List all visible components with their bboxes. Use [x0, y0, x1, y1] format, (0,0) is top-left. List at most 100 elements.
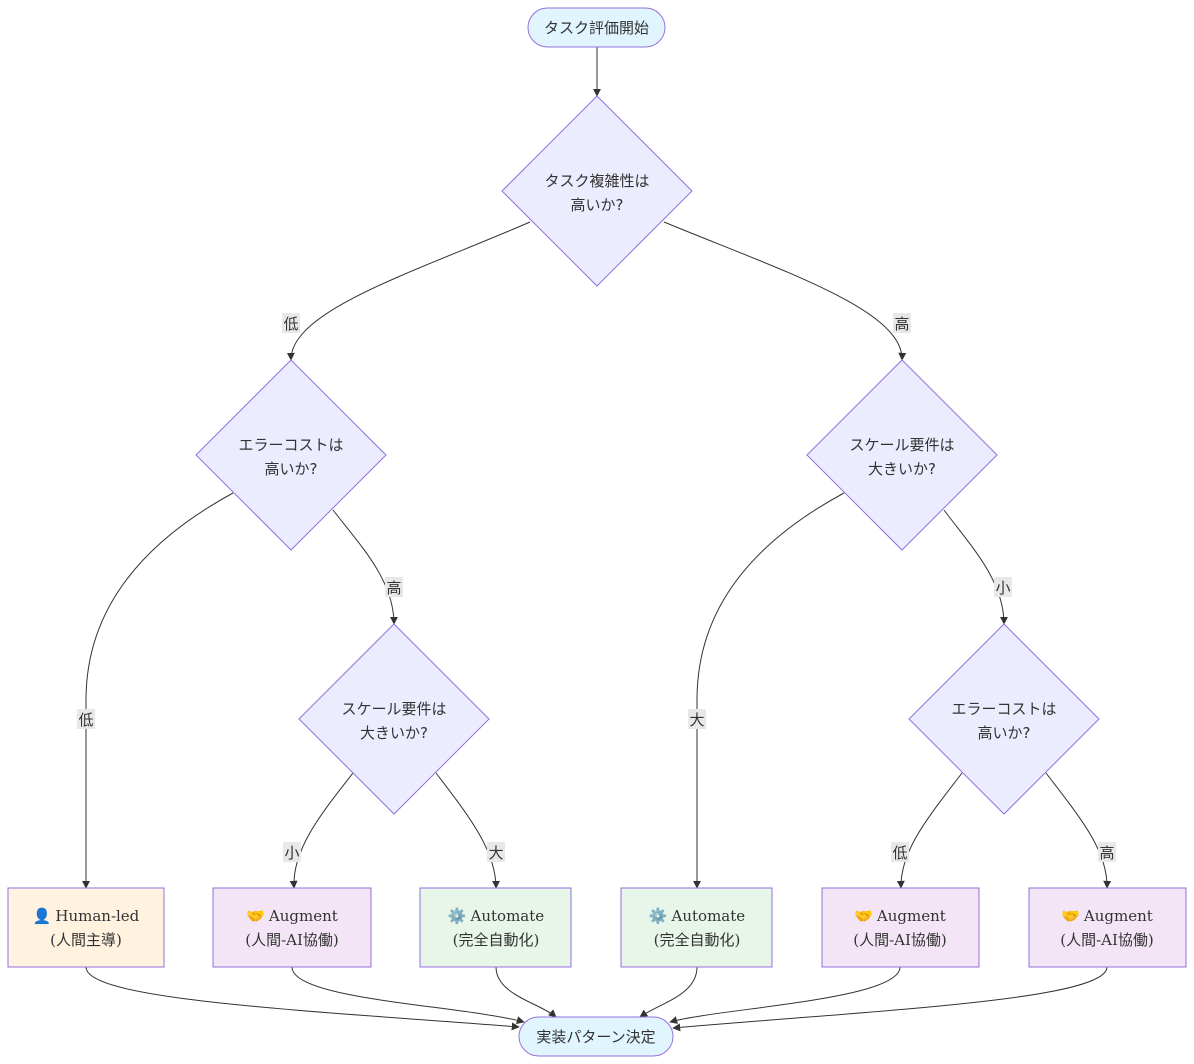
- outcome-subtitle: (人間-AI協働): [853, 931, 947, 949]
- edge-label-text: 大: [689, 711, 704, 729]
- decision-error-cost-right: エラーコストは 高いか?: [908, 623, 1100, 815]
- edge-label-text: 低: [78, 711, 93, 729]
- edge-label-error-right-low: 低: [891, 842, 909, 862]
- outcome-title: Automate: [470, 907, 545, 925]
- gear-icon: ⚙️: [649, 907, 668, 925]
- outcome-title: Augment: [876, 907, 946, 925]
- start-node-shape: [527, 7, 666, 48]
- outcome-subtitle: (人間-AI協働): [1060, 931, 1154, 949]
- edge-out-5: [669, 966, 901, 1024]
- edge-label-text: 高: [894, 315, 909, 333]
- outcome-box: [821, 887, 980, 968]
- edge-label-bg: [77, 709, 95, 729]
- decision-text-line2: 大きいか?: [868, 460, 936, 478]
- edge-label-text: 高: [386, 579, 401, 597]
- edge-out-6: [672, 966, 1108, 1032]
- edge-label-error-left-low: 低: [77, 709, 95, 729]
- outcome-subtitle: (人間主導): [50, 931, 122, 949]
- outcome-augment-3: 🤝Augment (人間-AI協働): [1028, 887, 1187, 968]
- outcome-automate-2: ⚙️Automate (完全自動化): [620, 887, 773, 968]
- edge-label-bg: [994, 577, 1012, 597]
- edge-scale-right-large: [693, 492, 845, 889]
- edge-label-error-left-high: 高: [385, 577, 403, 597]
- edge-scale-right-small: [943, 509, 1008, 625]
- edge-error-right-high: [1045, 772, 1112, 889]
- edge-label-bg: [283, 842, 301, 862]
- end-node-shape: [518, 1016, 674, 1057]
- handshake-icon: 🤝: [854, 907, 873, 925]
- outcome-subtitle: (完全自動化): [654, 931, 741, 949]
- edge-label-text: 小: [284, 844, 299, 862]
- edge-label-error-right-high: 高: [1098, 842, 1116, 862]
- edge-label-bg: [891, 842, 909, 862]
- edge-out-4: [639, 966, 698, 1018]
- edge-complexity-high: [663, 221, 907, 361]
- outcome-human-led: 👤Human-led (人間主導): [7, 887, 165, 968]
- edge-label-text: 低: [892, 844, 907, 862]
- end-node: 実装パターン決定: [518, 1016, 674, 1057]
- edge-labels: 低 高 低 高 大 小 小 大: [77, 313, 1116, 862]
- decision-text-line1: エラーコストは: [951, 700, 1056, 718]
- start-node-label: タスク評価開始: [544, 19, 649, 37]
- person-icon: 👤: [33, 907, 52, 925]
- edge-label-complexity-high: 高: [893, 313, 911, 333]
- outcome-title-line: 🤝Augment: [854, 907, 946, 925]
- edge-label-text: 低: [283, 315, 298, 333]
- outcome-title-line: ⚙️Automate: [649, 907, 745, 925]
- edge-label-bg: [282, 313, 300, 333]
- outcome-title: Augment: [268, 907, 338, 925]
- outcome-subtitle: (完全自動化): [453, 931, 540, 949]
- outcome-subtitle: (人間-AI協働): [245, 931, 339, 949]
- decision-text-line1: エラーコストは: [238, 436, 343, 454]
- outcome-title: Augment: [1083, 907, 1153, 925]
- outcome-title-line: 🤝Augment: [1061, 907, 1153, 925]
- decision-text-line1: スケール要件は: [341, 700, 446, 718]
- edge-label-bg: [385, 577, 403, 597]
- outcome-augment-2: 🤝Augment (人間-AI協働): [821, 887, 980, 968]
- edge-label-bg: [487, 842, 505, 862]
- start-node: タスク評価開始: [527, 7, 666, 48]
- edge-label-scale-right-small: 小: [994, 577, 1012, 597]
- decision-text-line1: スケール要件は: [849, 436, 954, 454]
- decision-text-line1: タスク複雑性は: [544, 172, 649, 190]
- edge-label-bg: [688, 709, 706, 729]
- decision-scale-right: スケール要件は 大きいか?: [806, 359, 998, 551]
- decision-shape: [806, 359, 998, 551]
- decision-shape: [908, 623, 1100, 815]
- edge-complexity-low: [286, 221, 531, 361]
- outcome-title-line: 🤝Augment: [246, 907, 338, 925]
- edge-out-2: [291, 966, 525, 1025]
- decision-scale-left: スケール要件は 大きいか?: [298, 623, 490, 815]
- decision-complexity: タスク複雑性は 高いか?: [501, 95, 693, 287]
- edge-label-text: 大: [488, 844, 503, 862]
- outcome-title: Human-led: [55, 907, 139, 925]
- decision-text-line2: 高いか?: [571, 196, 624, 214]
- outcome-title-line: 👤Human-led: [33, 907, 140, 925]
- edge-label-text: 高: [1099, 844, 1114, 862]
- edge-label-scale-right-large: 大: [688, 709, 706, 729]
- decision-text-line2: 大きいか?: [360, 724, 428, 742]
- outcome-title-line: ⚙️Automate: [448, 907, 544, 925]
- edges: [82, 47, 1112, 1032]
- edge-label-scale-left-large: 大: [487, 842, 505, 862]
- edge-scale-left-small: [289, 772, 354, 889]
- outcome-box: [620, 887, 773, 968]
- outcome-box: [212, 887, 372, 968]
- gear-icon: ⚙️: [448, 907, 467, 925]
- edge-out-1: [85, 966, 520, 1031]
- decision-shape: [195, 359, 387, 551]
- outcome-title: Automate: [671, 907, 746, 925]
- outcome-box: [1028, 887, 1187, 968]
- outcome-box: [7, 887, 165, 968]
- handshake-icon: 🤝: [246, 907, 265, 925]
- edge-error-right-low: [896, 772, 963, 889]
- outcome-augment-1: 🤝Augment (人間-AI協働): [212, 887, 372, 968]
- end-node-label: 実装パターン決定: [536, 1028, 655, 1046]
- edge-label-complexity-low: 低: [282, 313, 300, 333]
- edge-label-scale-left-small: 小: [283, 842, 301, 862]
- edge-error-left-low: [82, 492, 234, 889]
- decision-shape: [501, 95, 693, 287]
- decision-text-line2: 高いか?: [265, 460, 318, 478]
- decision-text-line2: 高いか?: [978, 724, 1031, 742]
